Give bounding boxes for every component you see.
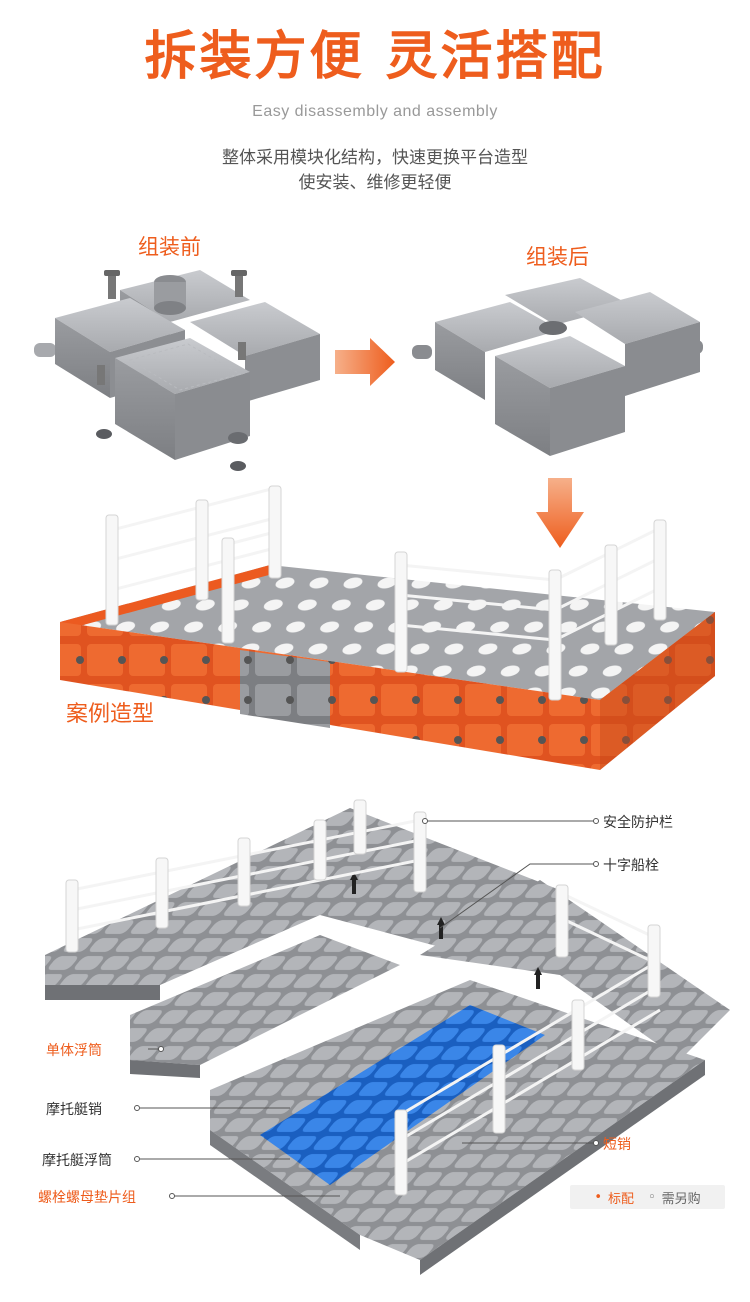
- legend-standard-dot-icon: •: [594, 1189, 602, 1205]
- description-line-1: 整体采用模块化结构，快速更换平台造型: [222, 148, 528, 168]
- page-title: 拆装方便 灵活搭配: [144, 27, 606, 87]
- callout-cross-bollard: 十字船栓: [603, 858, 659, 874]
- callout-moto-float: 摩托艇浮筒: [42, 1153, 112, 1169]
- legend: • 标配 ◦ 需另购: [570, 1185, 725, 1209]
- callout-single-float: 单体浮筒: [46, 1043, 102, 1059]
- legend-extra-label: 需另购: [661, 1191, 701, 1207]
- configuration-platform: [45, 799, 730, 1275]
- module-before-assembly: [34, 270, 320, 471]
- callout-guardrail: 安全防护栏: [603, 815, 673, 831]
- page-subtitle: Easy disassembly and assembly: [252, 103, 498, 120]
- label-before-assembly: 组装前: [138, 235, 201, 259]
- callout-lines: [140, 820, 596, 1197]
- legend-standard-label: 标配: [607, 1191, 634, 1207]
- module-after-assembly: [412, 278, 703, 456]
- callout-short-pin: 短销: [603, 1137, 631, 1153]
- legend-extra-dot-icon: ◦: [648, 1189, 656, 1205]
- callout-moto-pin: 摩托艇销: [46, 1102, 102, 1118]
- callout-dots: [134, 818, 599, 1199]
- arrow-right-icon: [335, 338, 395, 386]
- callout-bolt-nut-washer: 螺栓螺母垫片组: [38, 1190, 136, 1206]
- description-line-2: 使安装、维修更轻便: [298, 173, 452, 193]
- arrow-down-icon: [536, 478, 584, 548]
- case-platform: [60, 485, 715, 770]
- label-case-example: 案例造型: [66, 702, 155, 727]
- label-after-assembly: 组装后: [526, 245, 589, 269]
